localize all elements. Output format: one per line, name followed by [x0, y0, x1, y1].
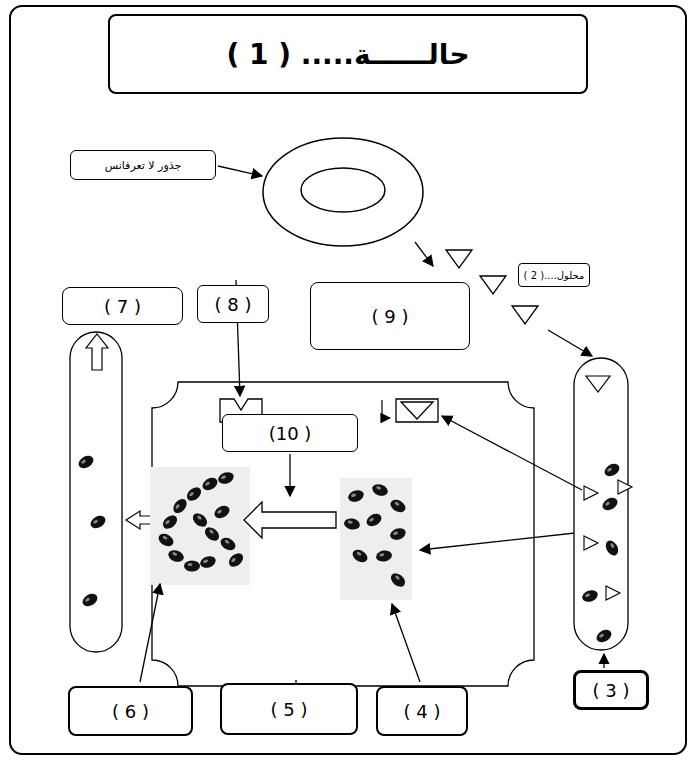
node-text: جذور لا تعرفانس [105, 159, 182, 172]
node-text: ( 6 ) [112, 701, 149, 722]
callout-box: ( 3 ) [573, 670, 649, 710]
note-box: جذور لا تعرفانس [70, 150, 216, 180]
callout-box: ( 8 ) [197, 285, 269, 323]
callout-box: ( 4 ) [376, 686, 468, 736]
callout-box: ( 9 ) [310, 282, 470, 350]
node-text: ( 5 ) [271, 699, 308, 720]
callout-box: (10 ) [222, 414, 358, 452]
label-box: محلول....( 2 ) [518, 263, 591, 287]
node-text: ( 8 ) [215, 294, 252, 315]
node-text: ( 3 ) [593, 680, 630, 701]
node-text: ( 9 ) [372, 306, 409, 327]
node-text: ( 7 ) [104, 296, 141, 317]
node-text: (10 ) [269, 423, 312, 444]
callout-box: ( 7 ) [62, 287, 183, 325]
title-box: حالــــــة..... ( 1 ) [108, 14, 588, 94]
node-text: ( 4 ) [404, 701, 441, 722]
title-text: حالــــــة..... ( 1 ) [226, 38, 469, 71]
node-text: محلول....( 2 ) [524, 270, 585, 281]
callout-box: ( 5 ) [220, 683, 358, 735]
callout-box: ( 6 ) [68, 686, 193, 736]
